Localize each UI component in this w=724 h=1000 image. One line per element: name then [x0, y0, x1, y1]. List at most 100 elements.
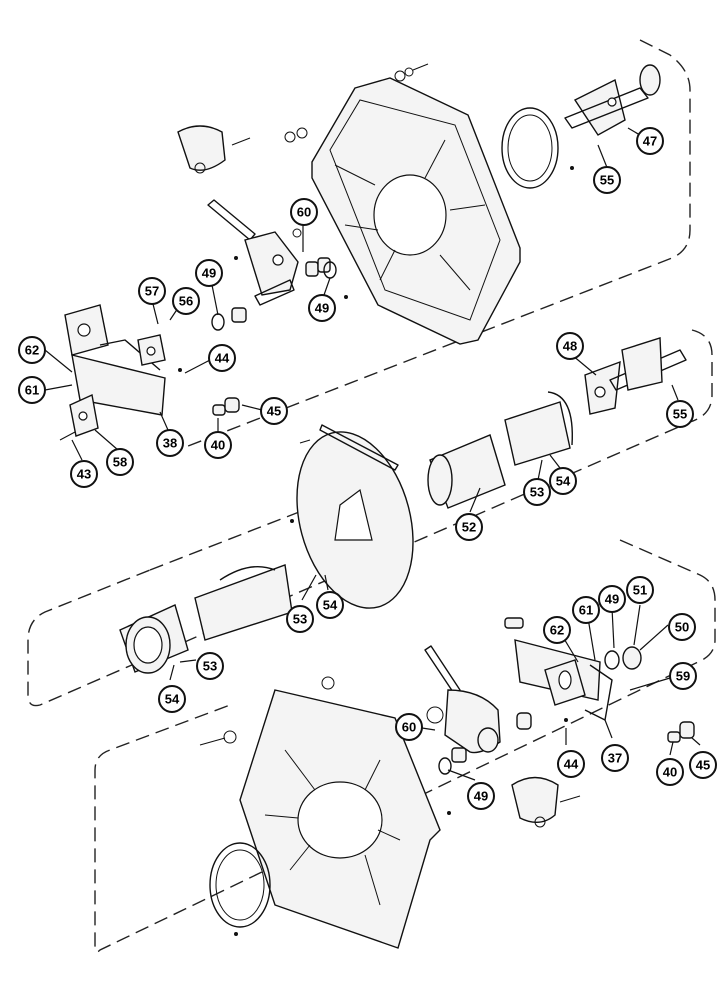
callout-49: 49 — [467, 782, 495, 810]
svg-text:53: 53 — [203, 659, 217, 674]
svg-text:60: 60 — [297, 205, 311, 220]
middle-left-tubes — [119, 564, 293, 674]
callout-62: 62 — [18, 336, 46, 364]
bracket-37 — [504, 617, 613, 721]
top-left-cover — [177, 125, 251, 174]
callout-49: 49 — [308, 294, 336, 322]
callout-45: 45 — [260, 397, 288, 425]
middle-round-plate — [296, 431, 414, 609]
callout-38: 38 — [156, 429, 184, 457]
bracket-38 — [64, 304, 166, 416]
svg-text:53: 53 — [293, 612, 307, 627]
top-washers — [284, 127, 308, 143]
callout-45: 45 — [689, 751, 717, 779]
svg-text:44: 44 — [215, 351, 230, 366]
svg-text:58: 58 — [113, 455, 127, 470]
callout-53: 53 — [523, 478, 551, 506]
middle-right-tubes — [427, 391, 573, 509]
plate-58 — [59, 393, 99, 441]
callout-37: 37 — [601, 744, 629, 772]
callout-53: 53 — [196, 652, 224, 680]
svg-text:55: 55 — [600, 173, 614, 188]
svg-text:49: 49 — [474, 789, 488, 804]
callout-59: 59 — [669, 662, 697, 690]
svg-text:49: 49 — [315, 301, 329, 316]
pin-40-45-top — [212, 397, 240, 416]
bottom-assembly — [199, 617, 695, 949]
callout-47: 47 — [636, 127, 664, 155]
svg-text:54: 54 — [323, 598, 338, 613]
bottom-bolt — [199, 676, 335, 746]
top-bushings — [211, 257, 337, 331]
callout-58: 58 — [106, 448, 134, 476]
svg-text:47: 47 — [643, 134, 657, 149]
svg-text:48: 48 — [563, 339, 577, 354]
callout-54: 54 — [158, 685, 186, 713]
pin-40-45-bottom — [667, 721, 695, 743]
callout-40: 40 — [204, 431, 232, 459]
callout-55: 55 — [593, 166, 621, 194]
callout-52: 52 — [455, 513, 483, 541]
svg-text:53: 53 — [530, 485, 544, 500]
callout-49: 49 — [598, 585, 626, 613]
svg-text:55: 55 — [673, 407, 687, 422]
callout-57: 57 — [138, 277, 166, 305]
callout-54: 54 — [316, 591, 344, 619]
hub-shaft-47 — [564, 64, 661, 136]
svg-text:57: 57 — [145, 284, 159, 299]
svg-text:51: 51 — [633, 583, 647, 598]
callout-51: 51 — [626, 576, 654, 604]
top-octagonal-plate — [311, 77, 521, 345]
svg-text:40: 40 — [211, 438, 225, 453]
bottom-ring-gasket — [209, 842, 271, 928]
callout-50: 50 — [668, 613, 696, 641]
top-ring-gasket — [501, 107, 559, 189]
svg-text:61: 61 — [25, 383, 39, 398]
bottom-octagonal-plate — [239, 689, 441, 949]
svg-text:50: 50 — [675, 620, 689, 635]
callout-40: 40 — [656, 758, 684, 786]
svg-text:62: 62 — [550, 623, 564, 638]
svg-text:54: 54 — [165, 692, 180, 707]
hub-shaft-48 — [584, 337, 687, 415]
svg-text:49: 49 — [202, 266, 216, 281]
crank-arm — [207, 199, 302, 306]
bottom-crank — [424, 645, 532, 754]
top-assembly — [59, 63, 661, 441]
callout-62: 62 — [543, 616, 571, 644]
callout-54: 54 — [549, 467, 577, 495]
callout-56: 56 — [172, 287, 200, 315]
callout-55: 55 — [666, 400, 694, 428]
callout-53: 53 — [286, 605, 314, 633]
callout-61: 61 — [18, 376, 46, 404]
callout-48: 48 — [556, 332, 584, 360]
top-bolt-washer — [394, 63, 429, 82]
callout-44: 44 — [208, 344, 236, 372]
svg-text:40: 40 — [663, 765, 677, 780]
svg-text:38: 38 — [163, 436, 177, 451]
svg-text:43: 43 — [77, 467, 91, 482]
svg-text:45: 45 — [696, 758, 710, 773]
svg-text:61: 61 — [579, 603, 593, 618]
svg-text:60: 60 — [402, 720, 416, 735]
svg-text:37: 37 — [608, 751, 622, 766]
svg-text:44: 44 — [564, 757, 579, 772]
svg-text:59: 59 — [676, 669, 690, 684]
callout-49: 49 — [195, 259, 223, 287]
callout-43: 43 — [70, 460, 98, 488]
callouts: 47 55 60 49 49 57 56 62 61 44 45 40 38 5… — [18, 127, 717, 810]
svg-text:49: 49 — [605, 592, 619, 607]
svg-text:52: 52 — [462, 520, 476, 535]
callout-44: 44 — [557, 750, 585, 778]
middle-clip — [299, 424, 399, 471]
callout-60: 60 — [290, 198, 318, 226]
bottom-right-cover — [511, 776, 581, 828]
callout-61: 61 — [572, 596, 600, 624]
hardware-dots — [178, 166, 574, 936]
middle-assembly — [119, 337, 687, 674]
svg-text:54: 54 — [556, 474, 571, 489]
svg-text:56: 56 — [179, 294, 193, 309]
callout-60: 60 — [395, 713, 423, 741]
bottom-bushing-ring — [438, 747, 467, 775]
